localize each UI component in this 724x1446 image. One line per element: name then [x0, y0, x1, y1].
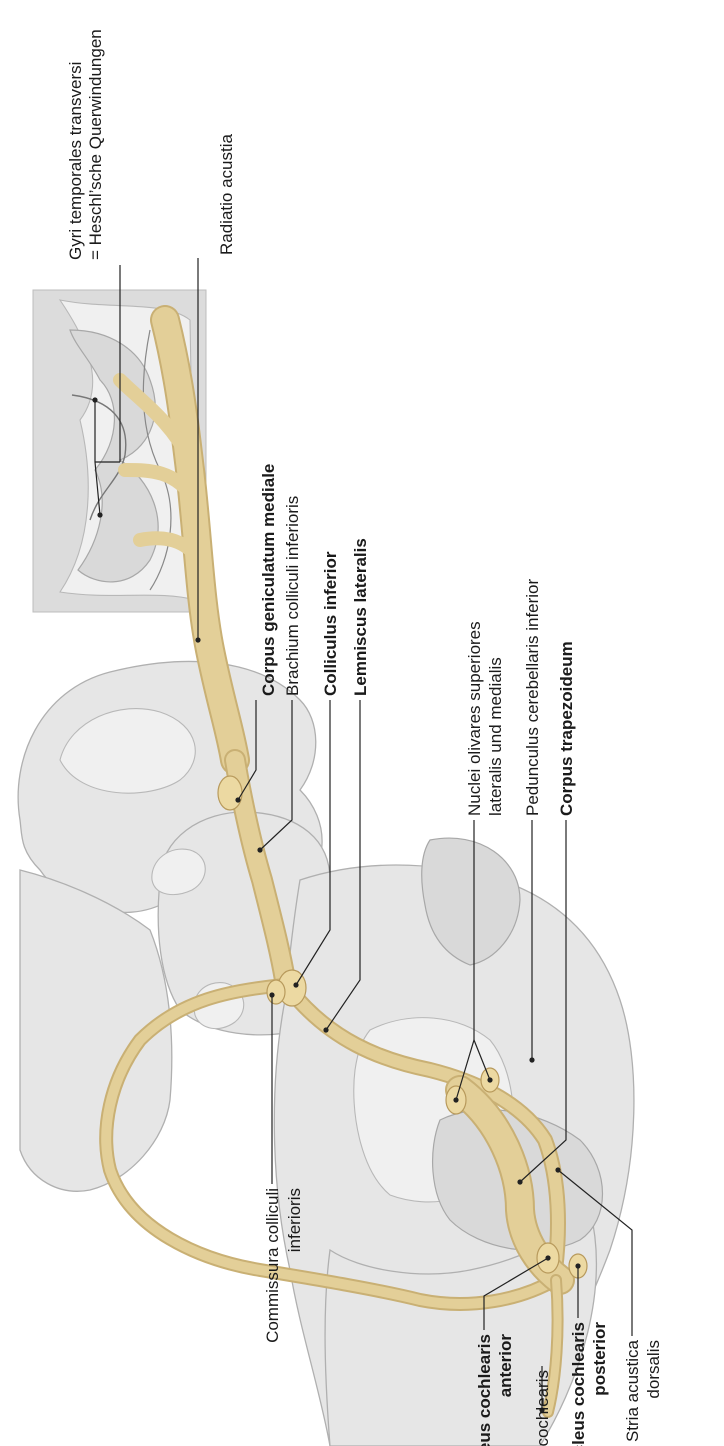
label-stria-2: dorsalis: [644, 1340, 663, 1399]
dot-stria: [555, 1167, 560, 1172]
medial-geniculate-body: [218, 776, 242, 810]
dot-cochlear-anterior: [545, 1255, 550, 1260]
label-nuclei-2: lateralis und medialis: [486, 657, 505, 816]
label-cochlear-posterior-2: posterior: [590, 1322, 609, 1396]
dot-colliculus: [293, 982, 298, 987]
dot-gyri-2: [97, 512, 102, 517]
dot-commissura: [269, 992, 274, 997]
dot-nuclei-2: [487, 1077, 492, 1082]
label-brachium: Brachium colliculi inferioris: [283, 496, 302, 696]
label-commissura-2: inferioris: [285, 1188, 304, 1252]
commissure-nucleus: [267, 980, 285, 1004]
dot-lemniscus: [323, 1027, 328, 1032]
label-pedunculus: Pedunculus cerebellaris inferior: [523, 578, 542, 816]
label-cochlear-anterior-1: Nucleus cochlearis: [475, 1334, 494, 1446]
label-trapezoideum: Corpus trapezoideum: [557, 641, 576, 816]
label-radiatio: Radiatio acustia: [217, 133, 236, 255]
label-commissura-1: Commissura colliculi: [263, 1188, 282, 1343]
label-stria-1: Stria acustica: [623, 1339, 642, 1442]
dot-pedunculus: [529, 1057, 534, 1062]
dot-radiatio: [195, 637, 200, 642]
label-lemniscus: Lemniscus lateralis: [351, 538, 370, 696]
dot-nuclei-1: [453, 1097, 458, 1102]
label-gyri-2: = Heschl’sche Querwindungen: [86, 29, 105, 260]
dot-cochlear-posterior: [575, 1263, 580, 1268]
label-cochlear-posterior-1: Nucleus cochlearis: [569, 1322, 588, 1446]
label-cochlear-anterior-2: anterior: [496, 1334, 515, 1398]
label-colliculus: Colliculus inferior: [321, 551, 340, 696]
dot-corpus-geniculatum: [235, 797, 240, 802]
dot-brachium: [257, 847, 262, 852]
dot-gyri-1: [92, 397, 97, 402]
label-n-cochlearis: N. cochlearis: [533, 1370, 552, 1446]
label-nuclei-1: Nuclei olivares superiores: [465, 621, 484, 816]
dot-trapezoideum: [517, 1179, 522, 1184]
label-gyri-1: Gyri temporales transversi: [66, 62, 85, 260]
label-corpus-geniculatum: Corpus geniculatum mediale: [259, 464, 278, 696]
